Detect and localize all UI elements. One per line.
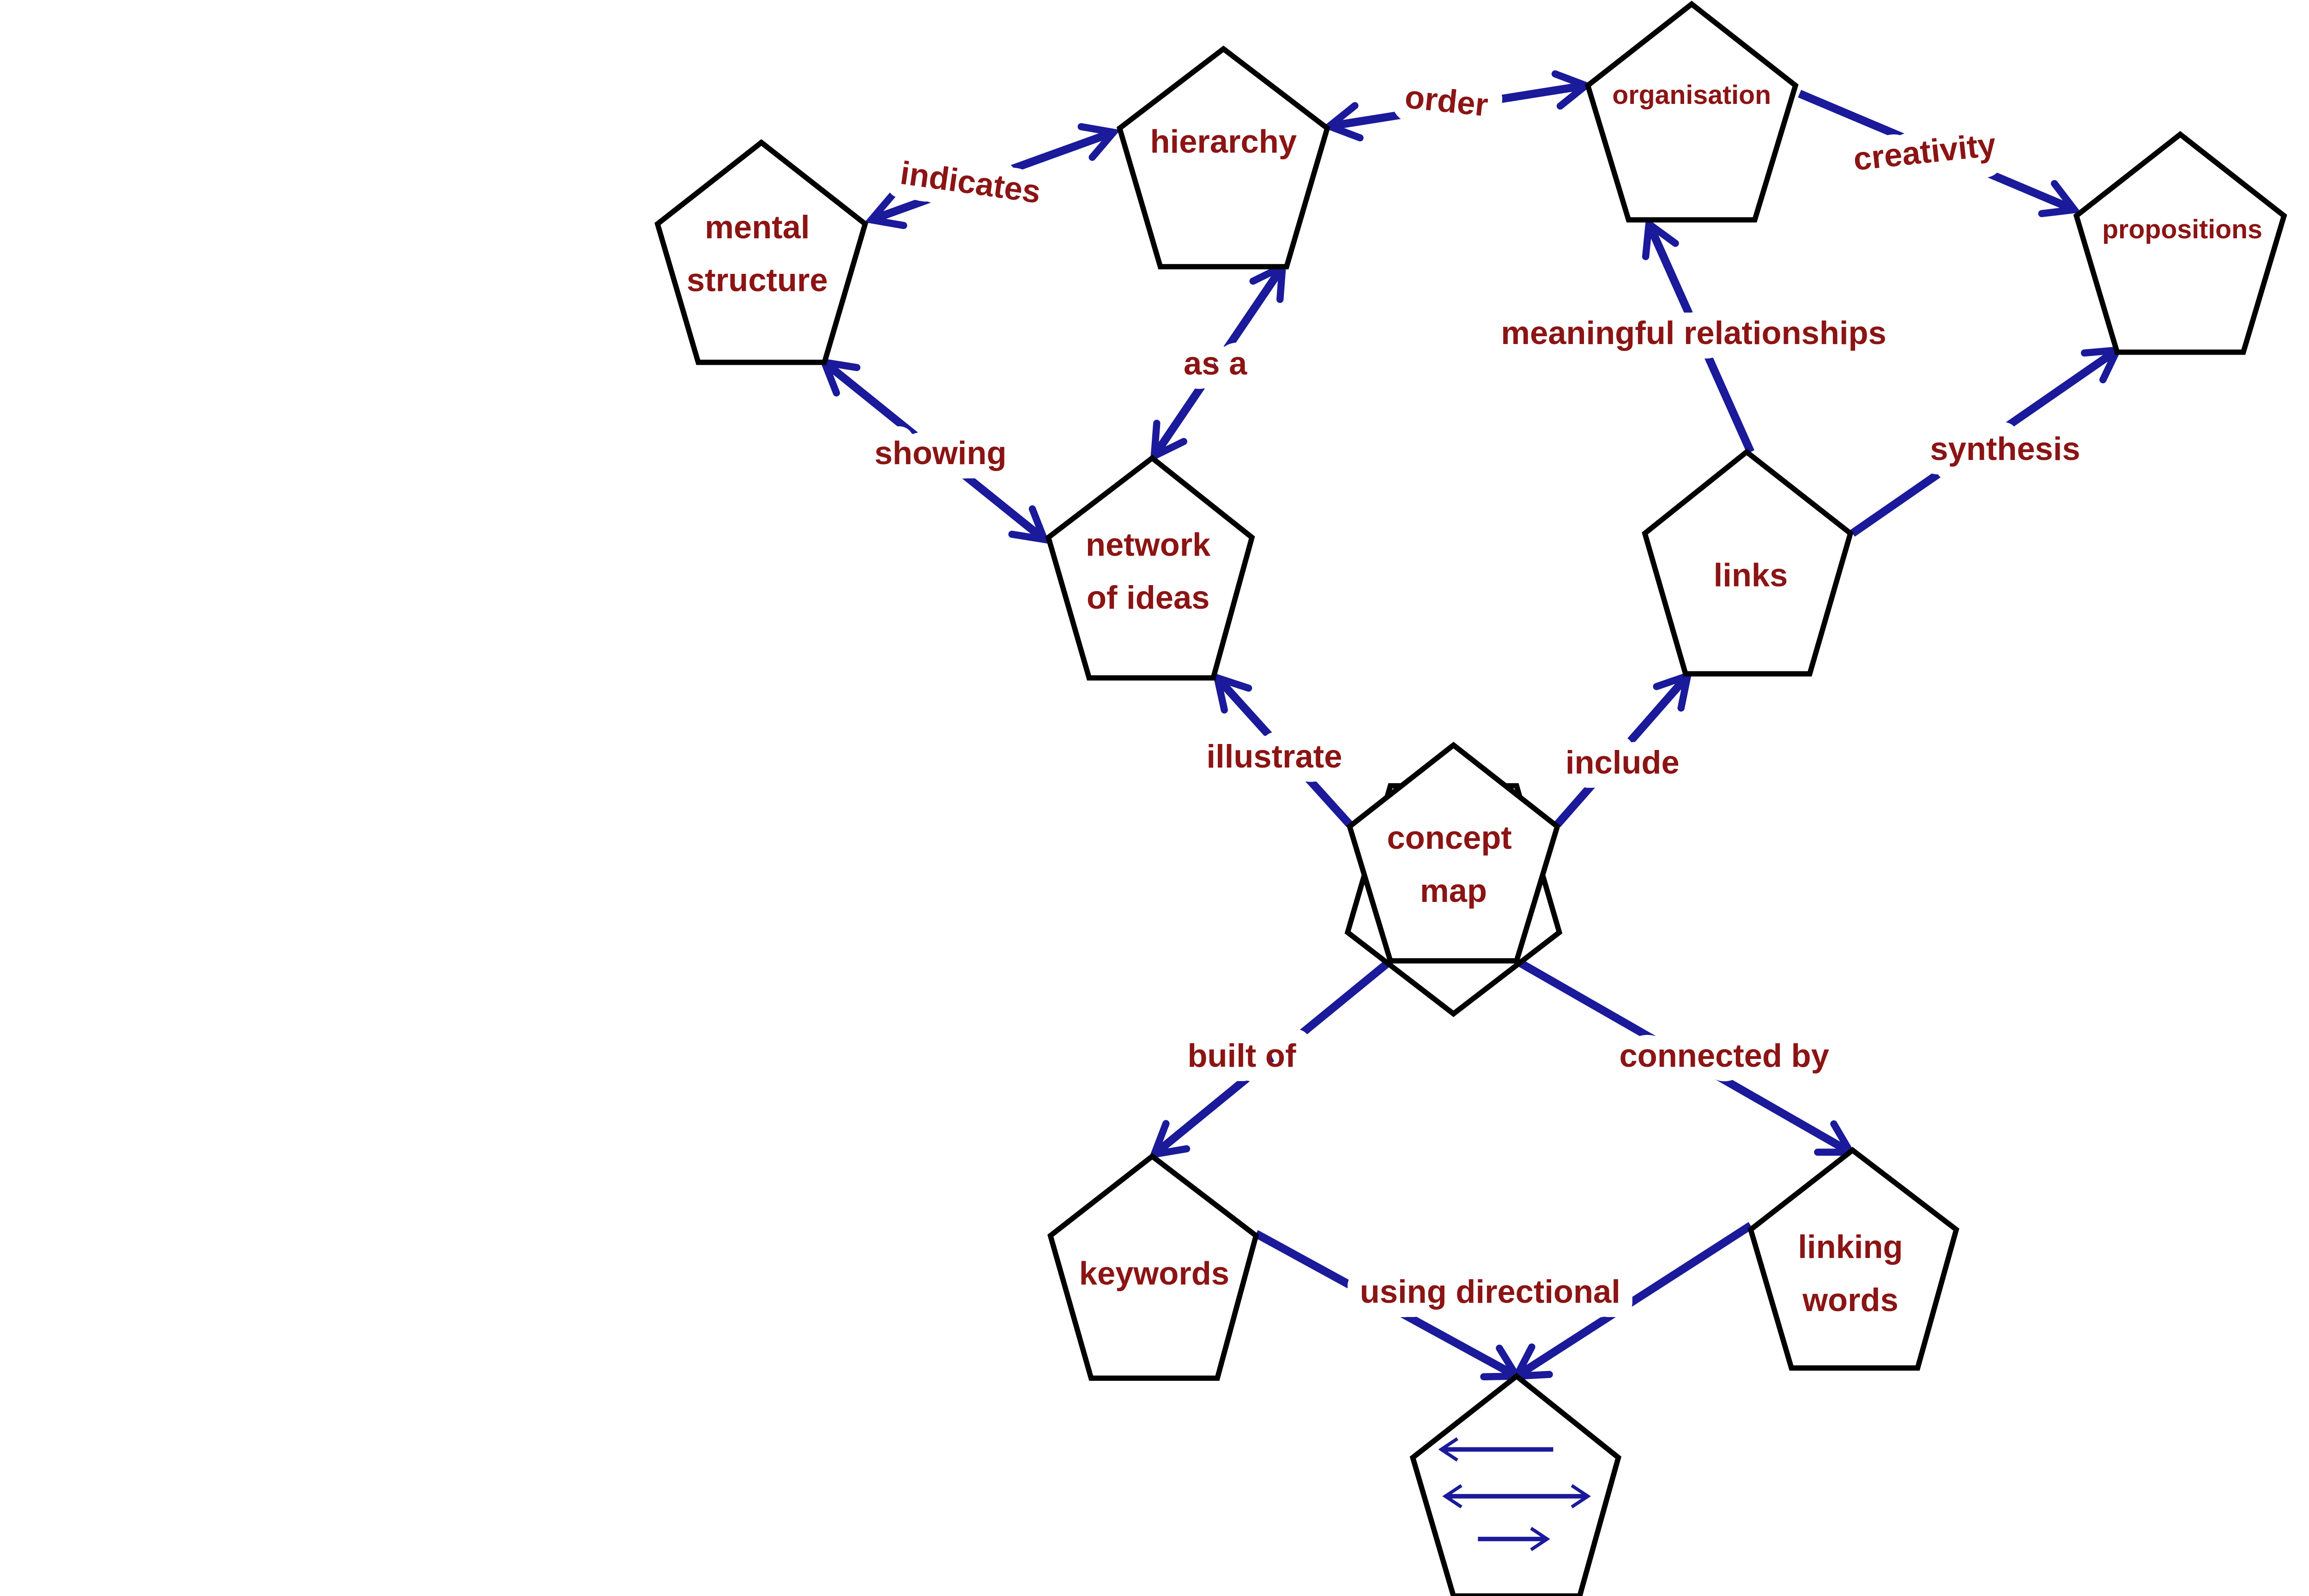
edge-label-built-of: built of — [1187, 1037, 1296, 1074]
node-directional-arrows[interactable] — [1409, 1372, 1622, 1596]
node-label: links — [1714, 557, 1788, 593]
edge-include — [1554, 676, 1687, 828]
node-label: structure — [687, 261, 828, 298]
node-hierarchy[interactable]: hierarchy — [1116, 45, 1330, 270]
edge-label-connected-by: connected by — [1619, 1037, 1829, 1074]
node-label: keywords — [1079, 1255, 1229, 1292]
node-linking-words[interactable]: linking words — [1747, 1147, 1959, 1371]
edge-label-as-a: as a — [1184, 345, 1247, 381]
edge-label-include: include — [1566, 744, 1680, 780]
node-label: concept — [1387, 819, 1511, 856]
edge-built-of — [1154, 957, 1393, 1155]
edge-label-showing: showing — [875, 435, 1007, 471]
node-concept-map[interactable]: concept map — [1344, 742, 1563, 1017]
edge-as-a — [1154, 266, 1282, 456]
node-label: organisation — [1612, 80, 1771, 110]
edge-label-using-directional: using directional — [1360, 1273, 1620, 1310]
edge-using-directional-left — [1254, 1230, 1517, 1376]
directional-arrows-icon — [1438, 1437, 1591, 1551]
edges — [824, 85, 2117, 1376]
edge-indicates — [871, 133, 1114, 220]
edge-showing — [824, 363, 1044, 540]
edge-connected-by — [1514, 957, 1850, 1152]
node-label: of ideas — [1087, 579, 1209, 616]
edge-synthesis — [1850, 350, 2117, 537]
edge-labels: indicates order creativity meaningful re… — [860, 64, 2095, 1324]
node-label: hierarchy — [1150, 123, 1297, 160]
node-propositions[interactable]: propositions — [2073, 131, 2287, 355]
edge-creativity — [1798, 90, 2074, 210]
node-keywords[interactable]: keywords — [1047, 1153, 1259, 1381]
node-label: map — [1420, 872, 1487, 909]
edge-label-synthesis: synthesis — [1930, 430, 2080, 467]
node-links[interactable]: links — [1642, 448, 1854, 677]
node-label: words — [1802, 1282, 1898, 1318]
edge-meaningful-relationships — [1649, 224, 1755, 454]
node-label: linking — [1798, 1228, 1903, 1265]
edge-label-meaningful-relationships: meaningful relationships — [1501, 314, 1886, 351]
edge-illustrate — [1217, 678, 1353, 828]
node-mental-structure[interactable]: mental structure — [654, 139, 869, 365]
node-label: network — [1086, 526, 1211, 562]
edge-label-illustrate: illustrate — [1207, 738, 1342, 774]
node-organisation[interactable]: organisation — [1584, 0, 1799, 223]
edge-using-directional-right — [1517, 1222, 1753, 1376]
node-label: propositions — [2102, 215, 2262, 244]
edge-order — [1330, 85, 1586, 126]
node-label: mental — [705, 209, 810, 245]
node-network-of-ideas[interactable]: network of ideas — [1045, 454, 1255, 681]
